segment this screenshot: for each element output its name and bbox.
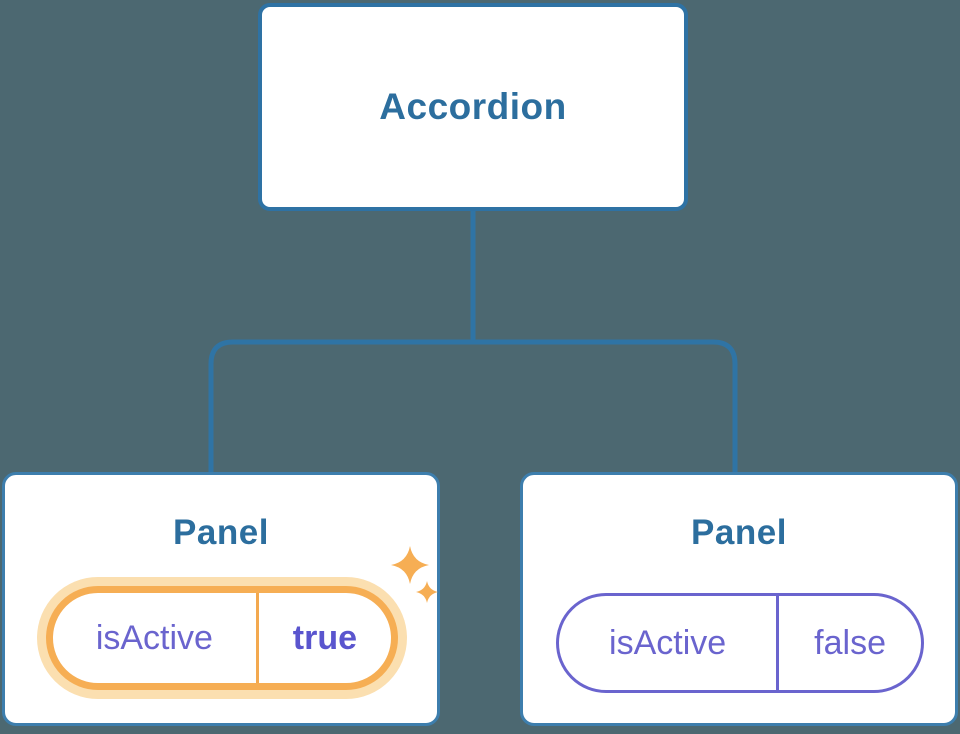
- prop-name-label: isActive: [609, 623, 727, 662]
- panel-node-active: Panel isActive true: [2, 472, 440, 726]
- state-pill-active: isActive true: [46, 586, 398, 690]
- accordion-node: Accordion: [258, 3, 688, 211]
- state-pill-inactive: isActive false: [556, 593, 924, 693]
- prop-name-label: isActive: [95, 618, 213, 657]
- accordion-node-label: Accordion: [379, 86, 567, 127]
- pill-divider: [776, 596, 780, 690]
- panel-node-inactive: Panel isActive false: [520, 472, 958, 726]
- prop-value-label: true: [292, 618, 358, 657]
- prop-value-label: false: [814, 623, 886, 662]
- panel-title: Panel: [173, 513, 269, 552]
- panel-title: Panel: [691, 513, 787, 552]
- pill-divider: [255, 593, 259, 683]
- sparkles-icon: [391, 546, 438, 603]
